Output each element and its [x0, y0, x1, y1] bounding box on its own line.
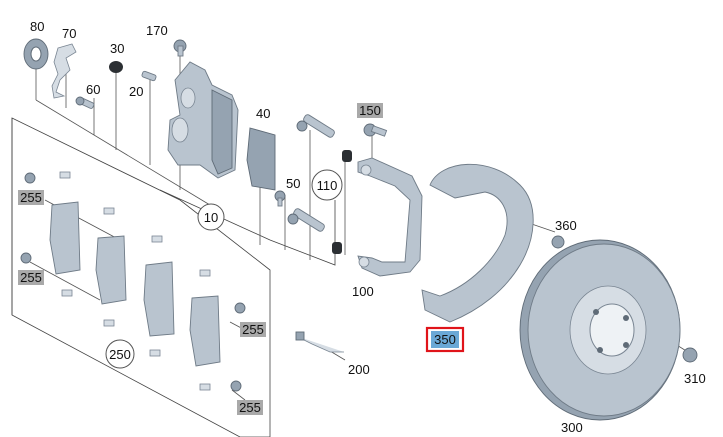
label-255: 255	[242, 322, 264, 337]
guide-pin-part[interactable]	[173, 39, 187, 57]
callout-10[interactable]: 10	[197, 203, 225, 231]
bleeder-cap-part[interactable]	[109, 61, 123, 73]
label-80[interactable]: 80	[30, 19, 44, 34]
label-250: 250	[109, 347, 131, 362]
label-200[interactable]: 200	[348, 362, 370, 377]
label-255: 255	[239, 400, 261, 415]
brake-disc-part[interactable]	[519, 239, 681, 421]
label-50[interactable]: 50	[286, 176, 300, 191]
label-300[interactable]: 300	[561, 420, 583, 435]
label-60[interactable]: 60	[86, 82, 100, 97]
label-350: 350	[434, 332, 456, 347]
tag-255-a[interactable]: 255	[18, 190, 44, 205]
label-10: 10	[204, 210, 218, 225]
label-150: 150	[359, 103, 381, 118]
bolt-50-part[interactable]	[274, 190, 286, 207]
tag-150[interactable]: 150	[357, 103, 383, 118]
bolt-150-part[interactable]	[363, 123, 388, 137]
callout-110[interactable]: 110	[311, 169, 343, 201]
caliper-assembly-frame	[159, 189, 336, 266]
screw-360-part[interactable]	[551, 235, 565, 249]
label-110: 110	[317, 178, 338, 193]
pad-kit-frame	[11, 117, 271, 437]
label-70[interactable]: 70	[62, 26, 76, 41]
caliper-carrier-part[interactable]	[357, 157, 423, 277]
label-255: 255	[20, 270, 42, 285]
tag-255-b[interactable]: 255	[18, 270, 44, 285]
label-310[interactable]: 310	[684, 371, 706, 386]
screw-310-part[interactable]	[682, 347, 698, 363]
callout-250[interactable]: 250	[105, 339, 135, 369]
caliper-body-part[interactable]	[167, 61, 239, 179]
selected-label-350[interactable]: 350	[425, 326, 465, 353]
bleeder-screw-part[interactable]	[141, 70, 157, 82]
label-360[interactable]: 360	[555, 218, 577, 233]
pad-40-part[interactable]	[246, 127, 276, 191]
label-30[interactable]: 30	[110, 41, 124, 56]
label-170[interactable]: 170	[146, 23, 168, 38]
tag-255-c[interactable]: 255	[240, 322, 266, 337]
label-100[interactable]: 100	[352, 284, 374, 299]
spring-clip-part[interactable]	[51, 43, 77, 99]
label-40[interactable]: 40	[256, 106, 270, 121]
guide-bolts-part[interactable]	[287, 114, 352, 254]
dust-shield-part[interactable]	[421, 163, 534, 323]
label-255: 255	[20, 190, 42, 205]
bolt-60-part[interactable]	[75, 96, 95, 109]
wear-sensor-part[interactable]	[295, 331, 344, 353]
pad-kit-part[interactable]	[20, 171, 246, 392]
seal-ring-part[interactable]	[23, 38, 49, 70]
tag-255-d[interactable]: 255	[237, 400, 263, 415]
label-20[interactable]: 20	[129, 84, 143, 99]
